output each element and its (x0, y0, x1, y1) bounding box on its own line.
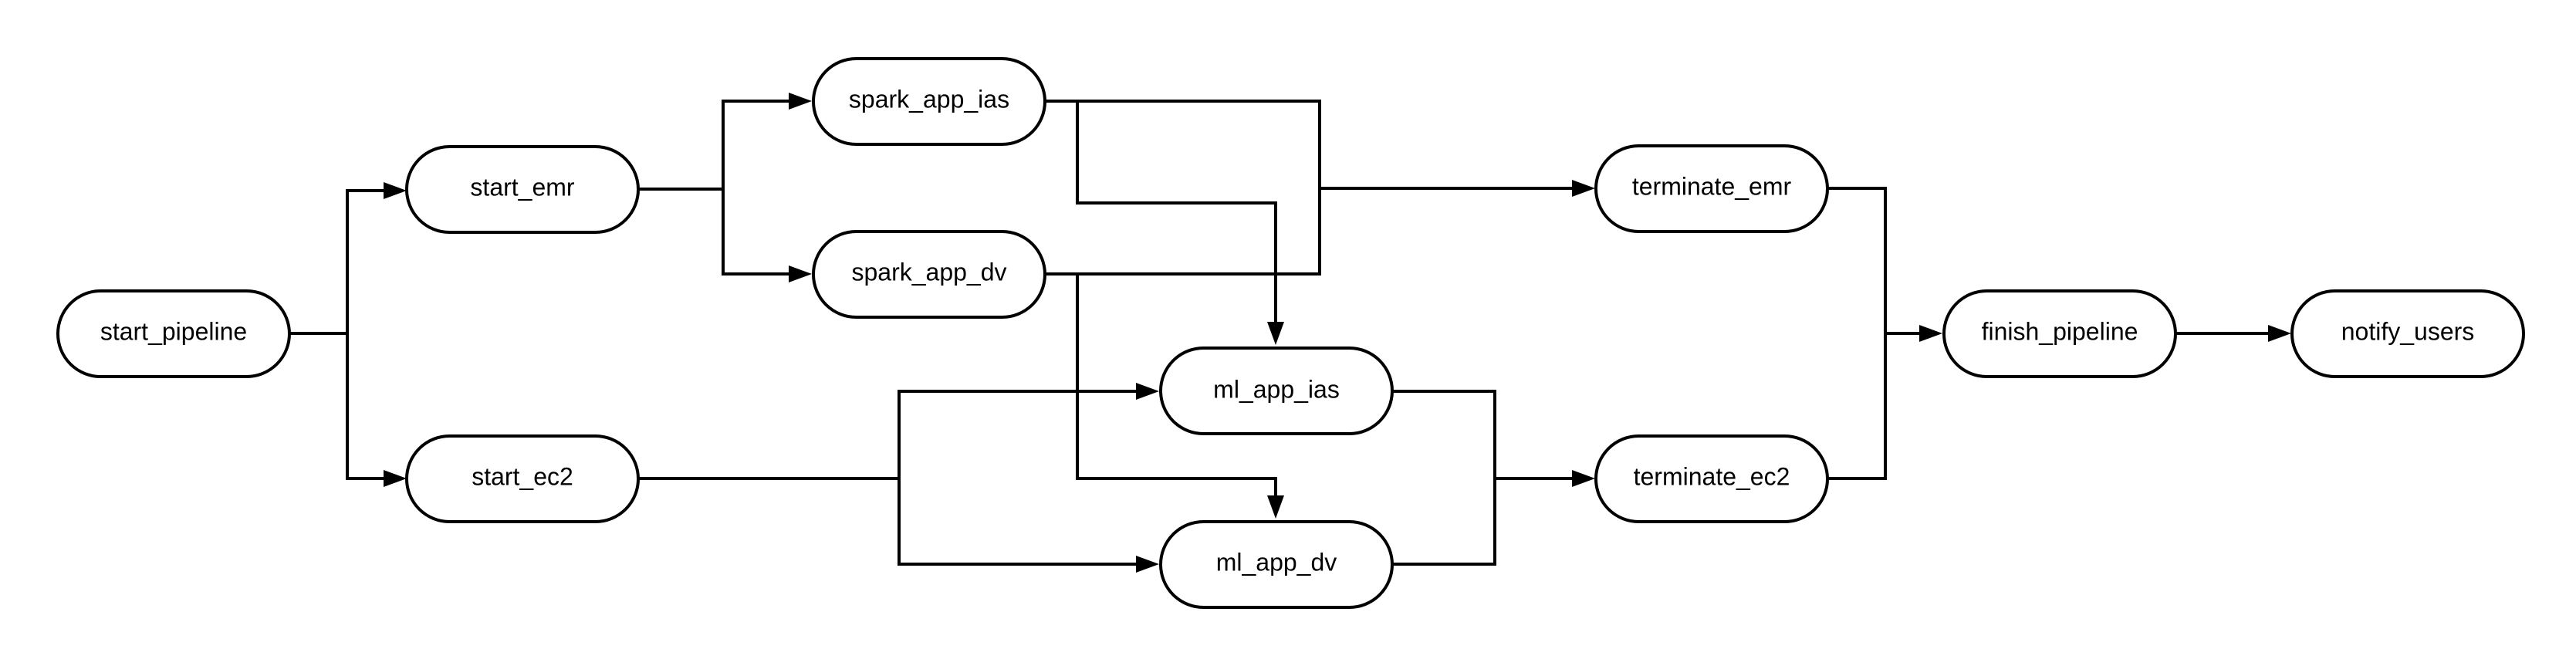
edge-start-ec2-to-ml-app-ias (898, 390, 1138, 478)
edge-start-emr-to-spark-app-dv (722, 189, 791, 276)
arrowhead-spark-app-dv (789, 265, 812, 282)
node-label-terminate-emr: terminate_emr (1632, 172, 1792, 200)
edge-start-emr-to-spark-app-ias (638, 100, 791, 191)
edge-start-pipeline-to-start-ec2 (346, 333, 386, 480)
arrowhead-ml-app-ias-left (1136, 383, 1159, 400)
node-ml-app-dv[interactable]: ml_app_dv (1159, 520, 1394, 609)
node-label-start-pipeline: start_pipeline (100, 317, 247, 345)
node-label-spark-app-ias: spark_app_ias (849, 85, 1009, 113)
node-label-ml-app-ias: ml_app_ias (1213, 375, 1340, 403)
arrowhead-start-ec2 (384, 470, 407, 487)
edge-spark-app-ias-to-ml-app-ias (1076, 101, 1277, 324)
arrowhead-ml-app-dv-left (1136, 556, 1159, 573)
arrowhead-notify-users (2268, 325, 2291, 342)
node-label-finish-pipeline: finish_pipeline (1982, 317, 2138, 345)
edges (289, 93, 2291, 573)
node-terminate-emr[interactable]: terminate_emr (1594, 144, 1829, 233)
edge-start-pipeline-to-start-emr (289, 189, 386, 335)
node-label-start-ec2: start_ec2 (472, 462, 573, 490)
nodes: start_pipeline start_emr start_ec2 spark… (56, 57, 2525, 609)
arrowhead-ml-app-ias-top (1267, 322, 1284, 345)
node-label-terminate-ec2: terminate_ec2 (1634, 462, 1790, 490)
edge-ml-apps-to-terminate-ec2 (1393, 390, 1496, 566)
arrowhead-ml-app-dv-top (1267, 495, 1284, 519)
node-finish-pipeline[interactable]: finish_pipeline (1942, 289, 2177, 378)
node-label-start-emr: start_emr (470, 173, 574, 201)
node-label-spark-app-dv: spark_app_dv (851, 258, 1006, 286)
edge-spark-app-ias-to-terminate-emr (1045, 100, 1321, 276)
arrowhead-terminate-ec2 (1572, 470, 1595, 487)
node-label-ml-app-dv: ml_app_dv (1216, 548, 1337, 576)
arrowhead-terminate-emr (1572, 180, 1595, 197)
arrowhead-finish-pipeline (1919, 325, 1942, 342)
node-label-notify-users: notify_users (2341, 317, 2475, 345)
node-spark-app-dv[interactable]: spark_app_dv (812, 230, 1046, 319)
node-start-pipeline[interactable]: start_pipeline (56, 289, 291, 378)
edge-terminates-to-finish-pipeline (1827, 187, 1887, 480)
node-start-ec2[interactable]: start_ec2 (405, 434, 640, 523)
arrowhead-spark-app-ias (789, 93, 812, 110)
node-spark-app-ias[interactable]: spark_app_ias (812, 57, 1046, 146)
node-terminate-ec2[interactable]: terminate_ec2 (1594, 434, 1829, 523)
arrowhead-start-emr (384, 182, 407, 199)
node-ml-app-ias[interactable]: ml_app_ias (1159, 347, 1394, 435)
edge-start-ec2-to-ml-app-dv (898, 478, 1138, 566)
node-notify-users[interactable]: notify_users (2290, 289, 2525, 378)
edge-spark-app-dv-to-ml-app-dv (1076, 274, 1277, 498)
node-start-emr[interactable]: start_emr (405, 145, 640, 234)
